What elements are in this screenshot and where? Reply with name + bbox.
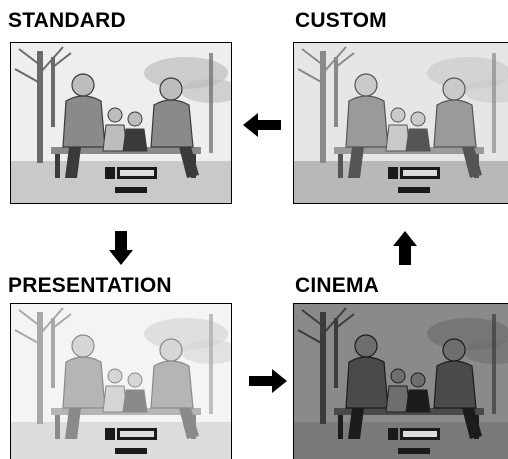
standard-image: [10, 42, 232, 204]
presentation-image: [10, 303, 232, 459]
arrow-up-icon: [393, 231, 417, 265]
custom-image: [293, 42, 508, 204]
cinema-title: CINEMA: [295, 274, 380, 297]
presentation-title: PRESENTATION: [8, 274, 172, 297]
arrow-right-icon: [249, 369, 287, 393]
standard-title: STANDARD: [8, 9, 126, 32]
cinema-image: [293, 303, 508, 459]
arrow-down-icon: [109, 231, 133, 265]
arrow-left-icon: [243, 113, 281, 137]
custom-title: CUSTOM: [295, 9, 387, 32]
